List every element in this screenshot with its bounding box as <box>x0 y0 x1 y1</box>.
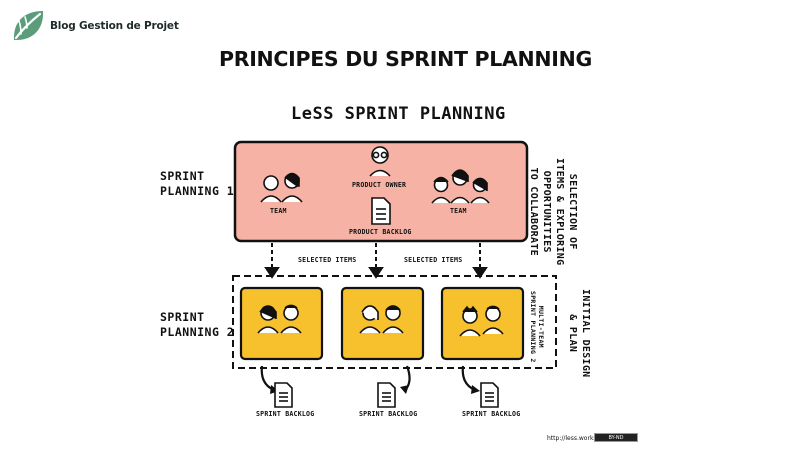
sprint-planning-1-label-line1: SPRINT <box>160 169 205 183</box>
sprint-planning-2-label-line1: SPRINT <box>160 310 205 324</box>
brand-name: Blog Gestion de Projet <box>50 20 179 32</box>
team-right-icon <box>431 169 490 204</box>
team-box-1 <box>239 286 324 361</box>
selection-note-line4: TO COLLABORATE <box>528 167 539 256</box>
cc-license-badge: BY-ND <box>594 433 638 442</box>
initial-design-note: INITIAL DESIGN & PLAN <box>566 289 592 378</box>
sprint-planning-2-container <box>232 275 557 369</box>
product-backlog-label: PRODUCT BACKLOG <box>349 228 412 236</box>
selected-items-left-label: SELECTED ITEMS <box>298 256 357 264</box>
leaf-icon <box>13 11 44 41</box>
sprint-planning-2-label-line2: PLANNING 2 <box>160 325 235 339</box>
team-3-icon <box>459 305 504 337</box>
multi-team-note-line2: SPRINT PLANNING 2 <box>529 291 537 363</box>
team-right-label: TEAM <box>450 207 467 215</box>
sprint-planning-1-box <box>233 140 529 243</box>
team-box-2 <box>340 286 425 361</box>
selected-items-arrows <box>264 243 488 279</box>
multi-team-note: MULTI-TEAM SPRINT PLANNING 2 <box>529 291 545 363</box>
brand[interactable]: Blog Gestion de Projet <box>10 8 179 44</box>
team-box-3 <box>440 286 525 361</box>
initial-design-note-line1: INITIAL DESIGN <box>580 289 591 378</box>
product-backlog-icon <box>371 197 391 225</box>
selection-note-line1: SELECTION OF <box>567 173 578 250</box>
sprint-planning-2-label: SPRINT PLANNING 2 <box>160 310 234 340</box>
selection-note-line3: OPPORTUNITIES <box>541 170 552 253</box>
sprint-backlog-label-1: SPRINT BACKLOG <box>256 410 315 418</box>
team-2-icon <box>359 305 404 334</box>
team-left-icon <box>260 172 303 203</box>
diagram-title: LeSS SPRINT PLANNING <box>291 104 506 124</box>
sprint-backlog-doc-icons <box>274 382 499 408</box>
initial-design-note-line2: & PLAN <box>567 314 578 353</box>
team-left-label: TEAM <box>270 207 287 215</box>
sprint-planning-1-label: SPRINT PLANNING 1 <box>160 169 234 199</box>
selection-note: SELECTION OF ITEMS & EXPLORING OPPORTUNI… <box>527 158 579 265</box>
product-owner-label: PRODUCT OWNER <box>352 181 407 189</box>
credit-url[interactable]: http://less.works <box>547 435 597 442</box>
sprint-backlog-label-3: SPRINT BACKLOG <box>462 410 521 418</box>
sprint-planning-1-label-line2: PLANNING 1 <box>160 184 235 198</box>
selected-items-right-label: SELECTED ITEMS <box>404 256 463 264</box>
sprint-backlog-label-2: SPRINT BACKLOG <box>359 410 418 418</box>
sprint-backlog-arrows <box>260 365 476 392</box>
product-owner-icon <box>369 146 391 177</box>
team-1-icon <box>257 304 302 334</box>
multi-team-note-line1: MULTI-TEAM <box>537 305 545 348</box>
selection-note-line2: ITEMS & EXPLORING <box>554 158 565 266</box>
page-title: PRINCIPES DU SPRINT PLANNING <box>219 47 592 71</box>
